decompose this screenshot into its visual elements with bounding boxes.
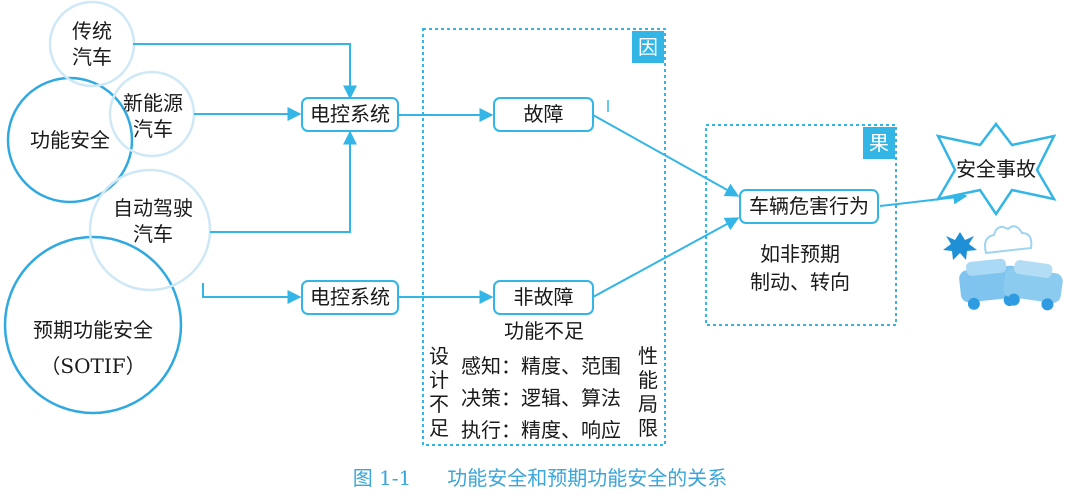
functional-safety-circle: [6, 76, 134, 204]
cause-detail-list: 感知：精度、范围 决策：逻辑、算法 执行：精度、响应: [461, 350, 621, 446]
figure-title: 功能安全和预期功能安全的关系: [447, 466, 728, 490]
sotif-line2: （SOTIF）: [40, 354, 146, 378]
traditional-line1: 传统: [72, 19, 112, 43]
functional-safety-label: 功能安全: [30, 128, 110, 152]
traditional-line2: 汽车: [72, 45, 112, 69]
ecu-top-label: 电控系统: [310, 102, 390, 126]
autonomous-to-ecu2-line: [202, 283, 302, 304]
cause-tag: 因: [632, 31, 664, 63]
non-fault-box: [493, 280, 594, 315]
effect-tag: 果: [863, 127, 895, 159]
vehicle-hazard-box: [739, 189, 879, 224]
ecu-bottom-box: [301, 280, 399, 315]
autonomous-car-label: 自动驾驶 汽车: [108, 195, 198, 247]
accident-label: 安全事故: [956, 157, 1036, 181]
cause-region: [422, 28, 666, 446]
design-insufficiency-label: 设计不足: [429, 344, 449, 440]
fault-to-hazard-line: [592, 114, 740, 197]
ecu-top-box: [301, 97, 399, 132]
sotif-circle: [3, 235, 183, 415]
fault-box: [493, 97, 594, 132]
effect-note-line2: 制动、转向: [750, 270, 850, 294]
autonomous-line2: 汽车: [133, 222, 173, 246]
figure-caption: 图 1-1 功能安全和预期功能安全的关系: [0, 462, 1080, 491]
traditional-to-ecu-line: [133, 43, 357, 100]
sotif-label: 预期功能安全 （SOTIF）: [18, 312, 168, 384]
decision-line: 决策：逻辑、算法: [461, 386, 621, 410]
effect-note-line1: 如非预期: [760, 242, 840, 266]
function-insufficiency-title: 功能不足: [504, 319, 584, 343]
figure-number: 图 1-1: [352, 466, 412, 490]
ecu-bottom-label: 电控系统: [310, 285, 390, 309]
fault-label: 故障: [523, 102, 564, 126]
sotif-line1: 预期功能安全: [33, 318, 153, 342]
effect-notes: 如非预期 制动、转向: [720, 240, 880, 296]
execution-line: 执行：精度、响应: [461, 418, 621, 442]
vehicle-hazard-label: 车辆危害行为: [749, 194, 869, 218]
autonomous-car-circle: [88, 168, 212, 292]
hazard-to-accident-line: [879, 190, 968, 207]
autonomous-line1: 自动驾驶: [113, 196, 193, 220]
traditional-car-label: 传统 汽车: [62, 18, 122, 70]
performance-limitation-label: 性能局限: [638, 344, 658, 440]
autonomous-to-ecu-line: [210, 130, 357, 233]
non-fault-label: 非故障: [513, 285, 574, 309]
new-energy-car-label: 新能源 汽车: [118, 90, 188, 142]
nonfault-to-hazard-line: [592, 217, 740, 298]
new-energy-line1: 新能源: [123, 91, 183, 115]
effect-region: [705, 124, 897, 326]
car-crash-icon: [943, 225, 1063, 311]
accident-star: [935, 121, 1057, 217]
perception-line: 感知：精度、范围: [461, 354, 621, 378]
new-energy-line2: 汽车: [133, 117, 173, 141]
